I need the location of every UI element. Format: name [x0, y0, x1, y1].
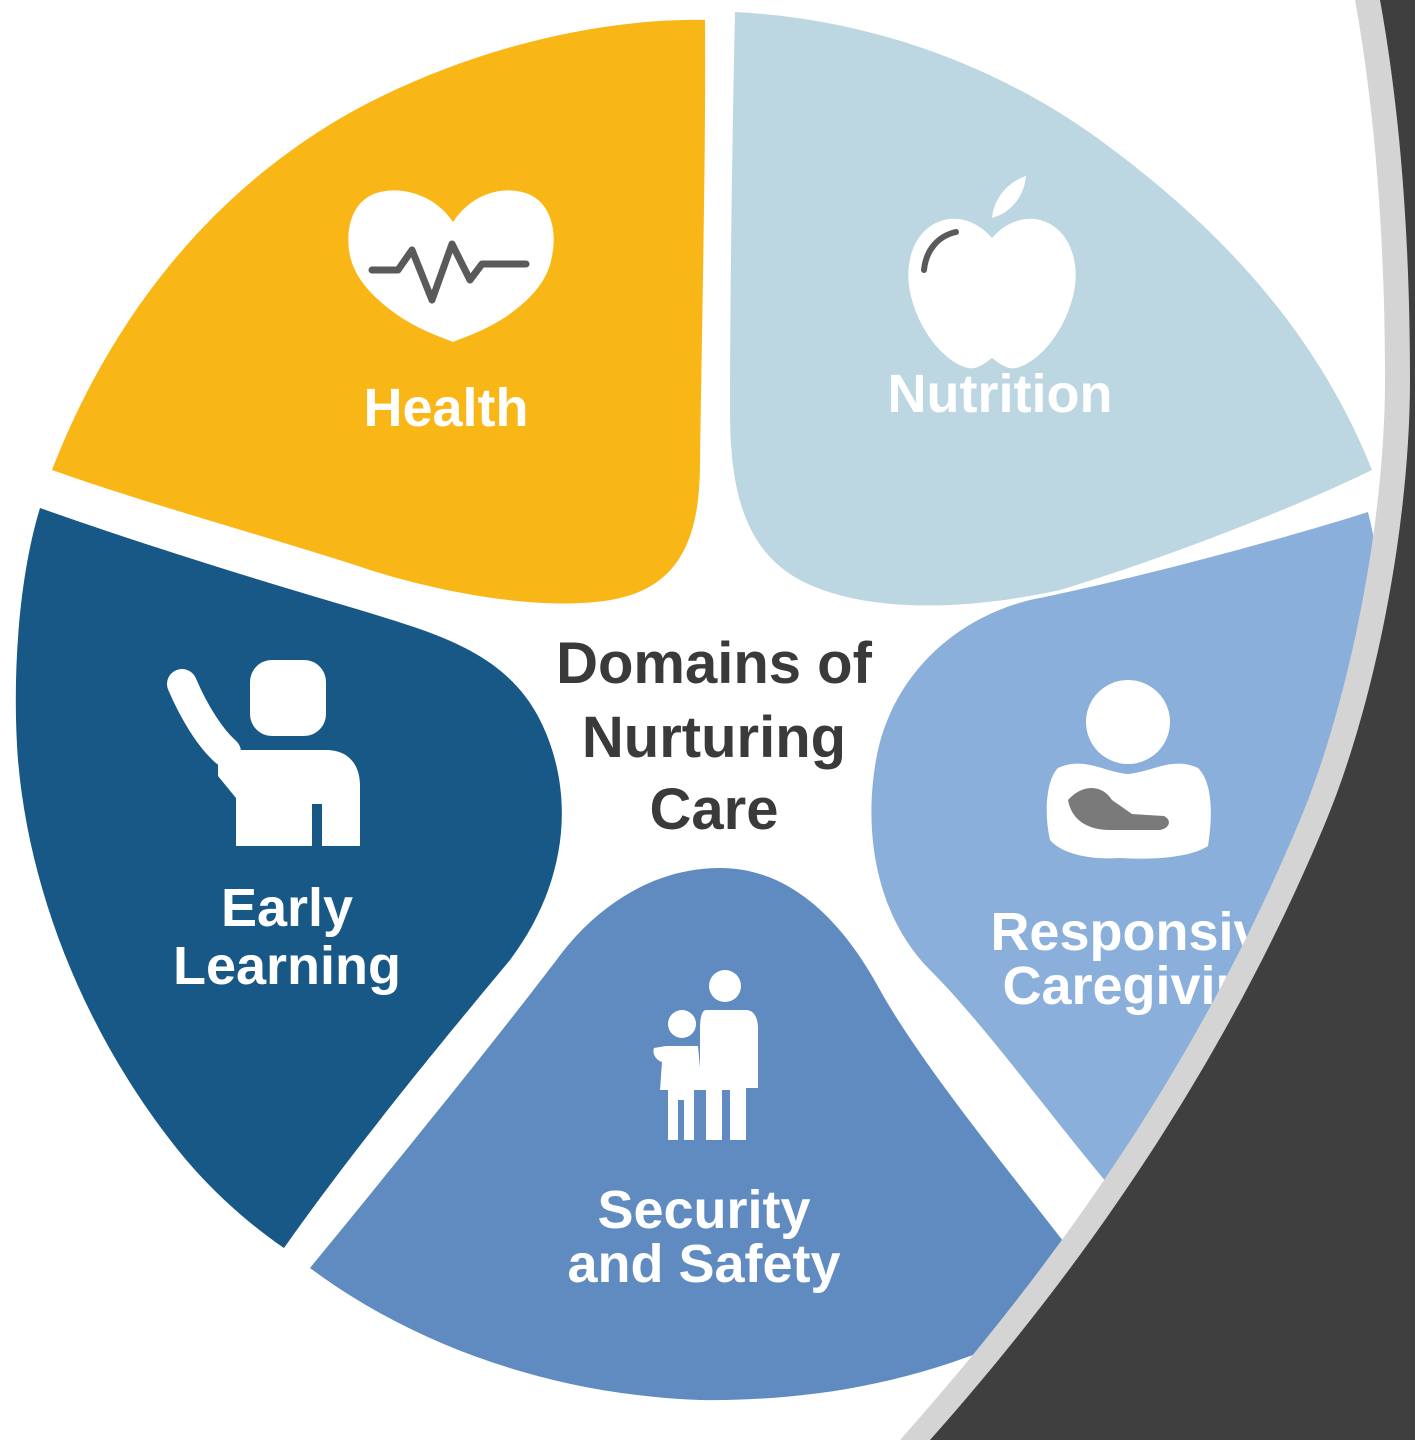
center-title: Domains of Nurturing Care [556, 631, 872, 842]
segment-early-learning: Early Learning [15, 508, 562, 1248]
adult-and-child-icon [653, 970, 758, 1140]
segment-early-learning-shape [15, 508, 562, 1248]
segment-security-shape [310, 868, 1100, 1401]
segment-health: Health [52, 19, 706, 604]
segment-security-label-1: Security [597, 1180, 810, 1240]
parent-holding-baby-icon [1046, 680, 1211, 859]
segment-health-shape [52, 19, 706, 604]
segment-health-label: Health [363, 378, 528, 438]
segment-early-learning-label-1: Early [221, 878, 353, 938]
apple-icon [908, 176, 1076, 369]
child-raising-hand-icon [167, 660, 360, 846]
segment-security-safety: Security and Safety [310, 868, 1100, 1401]
overlay-panel [930, 0, 1415, 1440]
heart-pulse-icon [348, 190, 554, 342]
segment-nutrition: Nutrition [730, 12, 1372, 606]
center-title-line-3: Care [650, 777, 779, 842]
center-title-line-2: Nurturing [582, 705, 846, 770]
segment-early-learning-label-2: Learning [173, 936, 401, 996]
dark-overlay-panel [900, 0, 1415, 1440]
segment-nutrition-label: Nutrition [888, 364, 1113, 424]
segment-security-label-2: and Safety [567, 1234, 840, 1294]
center-title-line-1: Domains of [556, 631, 872, 696]
